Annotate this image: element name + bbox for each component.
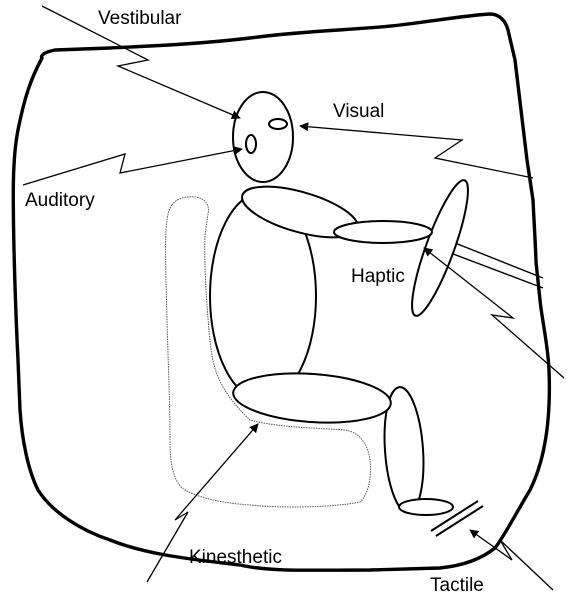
label-visual: Visual <box>333 101 384 122</box>
visual-cue-line <box>300 126 533 178</box>
label-kinesthetic: Kinesthetic <box>189 547 282 568</box>
auditory-cue-line <box>23 149 242 185</box>
label-auditory: Auditory <box>25 190 95 211</box>
head <box>233 92 293 182</box>
ear <box>246 135 256 153</box>
label-vestibular: Vestibular <box>98 8 182 29</box>
label-haptic: Haptic <box>351 266 405 287</box>
eye <box>269 119 287 129</box>
forearm <box>334 221 432 243</box>
thigh <box>232 369 393 428</box>
foot <box>399 499 453 515</box>
label-tactile: Tactile <box>430 575 484 596</box>
